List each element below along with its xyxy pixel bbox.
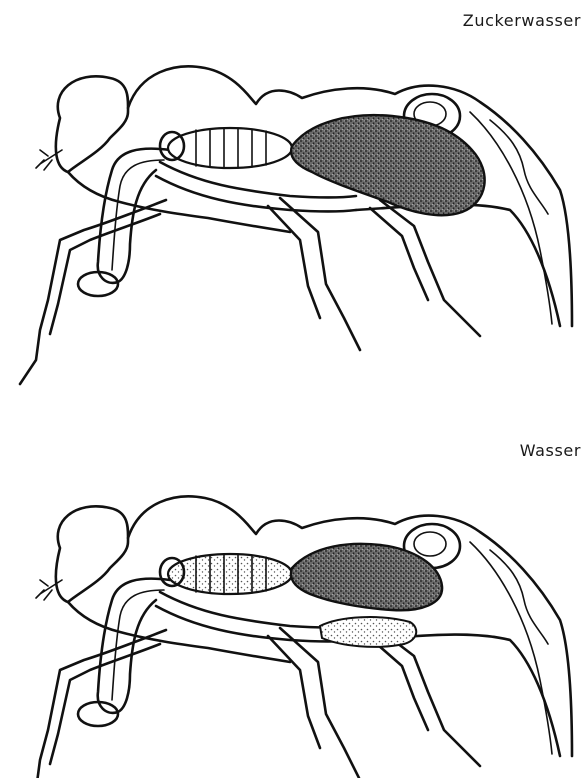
panel-top [20, 66, 572, 384]
insect-body-bottom [20, 496, 572, 778]
label-wasser: Wasser [520, 441, 581, 460]
label-zuckerwasser: Zuckerwasser [463, 11, 581, 30]
midgut-bottom [320, 617, 416, 647]
crop-filled-top [291, 115, 485, 215]
insect-body-top [20, 66, 572, 384]
gland-bottom [160, 554, 292, 594]
gland-top [160, 128, 292, 168]
panel-bottom [20, 496, 572, 778]
